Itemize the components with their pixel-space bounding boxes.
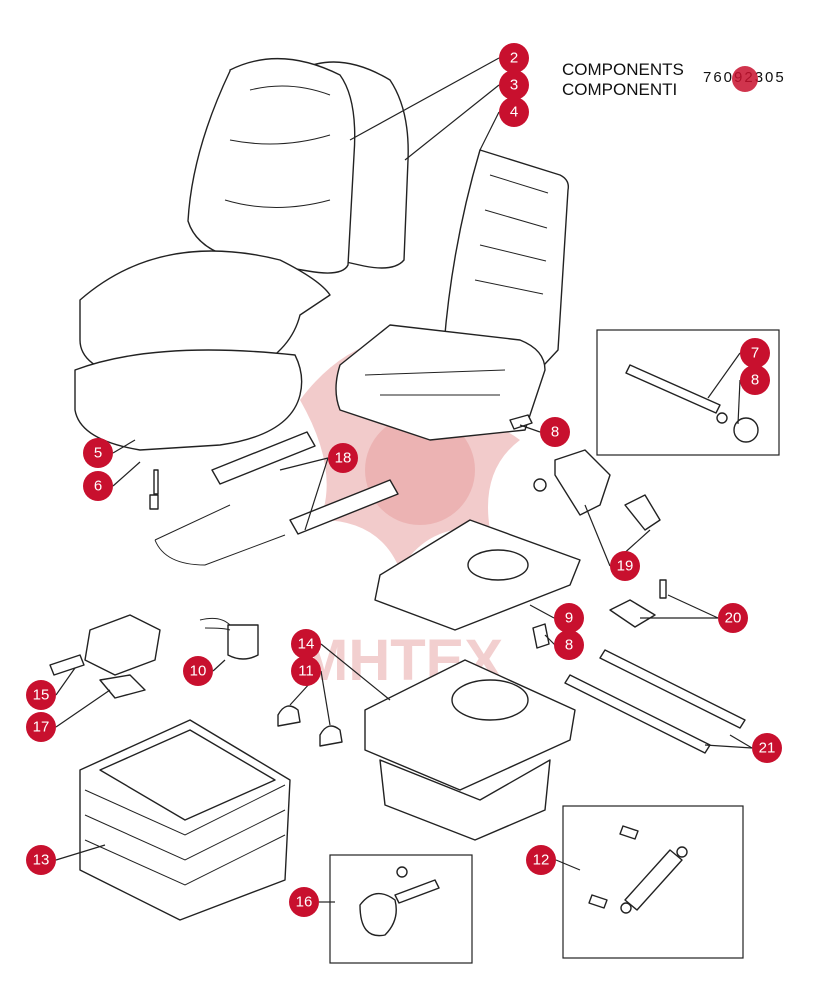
- svg-text:9: 9: [565, 610, 573, 627]
- callout-9: 9: [554, 603, 584, 633]
- swivel-plate: [374, 519, 581, 649]
- callout-21: 21: [752, 733, 782, 763]
- svg-text:10: 10: [190, 663, 207, 680]
- title-components: COMPONENTS: [562, 60, 684, 79]
- callout-3: 3: [499, 70, 529, 100]
- small-components: [49, 614, 259, 699]
- backrest-cushion: [187, 57, 409, 274]
- svg-text:20: 20: [725, 610, 742, 627]
- callout-11: 11: [291, 656, 321, 686]
- knob-detail-box: [329, 854, 473, 964]
- brackets: [564, 579, 746, 754]
- callout-8-plate: 8: [554, 630, 584, 660]
- title-componenti: COMPONENTI: [562, 80, 677, 99]
- callout-19: 19: [610, 551, 640, 581]
- slide-rails: [149, 431, 399, 566]
- callout-5: 5: [83, 438, 113, 468]
- callout-20: 20: [718, 603, 748, 633]
- svg-text:8: 8: [565, 637, 573, 654]
- clips: [277, 705, 343, 747]
- svg-text:7: 7: [751, 345, 759, 362]
- callout-8-pin: 8: [540, 417, 570, 447]
- shock-detail-box: [562, 805, 744, 959]
- svg-text:12: 12: [533, 852, 550, 869]
- svg-text:18: 18: [335, 450, 352, 467]
- lever-knob: [359, 866, 440, 937]
- callout-6: 6: [83, 471, 113, 501]
- callout-16: 16: [289, 887, 319, 917]
- svg-text:15: 15: [33, 687, 50, 704]
- callout-15: 15: [26, 680, 56, 710]
- svg-text:8: 8: [551, 424, 559, 441]
- adjuster-handle: [625, 364, 759, 443]
- svg-text:13: 13: [33, 852, 50, 869]
- svg-text:3: 3: [510, 77, 518, 94]
- callout-14: 14: [291, 629, 321, 659]
- seat-frame: [335, 149, 570, 441]
- shock-absorber: [588, 825, 688, 914]
- svg-text:4: 4: [510, 104, 518, 121]
- svg-text:11: 11: [298, 663, 314, 680]
- svg-text:17: 17: [33, 719, 50, 736]
- part-code-marker: [732, 66, 758, 92]
- levers: [509, 414, 661, 531]
- svg-text:5: 5: [94, 445, 102, 462]
- svg-text:19: 19: [617, 558, 634, 575]
- callout-2: 2: [499, 43, 529, 73]
- callout-18: 18: [328, 443, 358, 473]
- callout-markers: 2 3 4 7 8 8 5 6 18 19 9 8 20 10 14 11 15…: [26, 43, 782, 917]
- svg-text:2: 2: [510, 50, 518, 67]
- callout-4: 4: [499, 97, 529, 127]
- callout-8-handle: 8: [740, 365, 770, 395]
- callout-7: 7: [740, 338, 770, 368]
- callout-10: 10: [183, 656, 213, 686]
- svg-text:21: 21: [759, 740, 776, 757]
- svg-text:14: 14: [298, 636, 315, 653]
- suspension-base: [364, 659, 576, 841]
- callout-17: 17: [26, 712, 56, 742]
- callout-12: 12: [526, 845, 556, 875]
- svg-text:16: 16: [296, 894, 313, 911]
- leader-lines: [55, 57, 753, 903]
- svg-text:6: 6: [94, 478, 102, 495]
- bellows: [79, 719, 291, 921]
- handle-detail-box: [596, 329, 780, 456]
- callout-13: 13: [26, 845, 56, 875]
- seat-cushion: [74, 250, 331, 451]
- svg-text:8: 8: [751, 372, 759, 389]
